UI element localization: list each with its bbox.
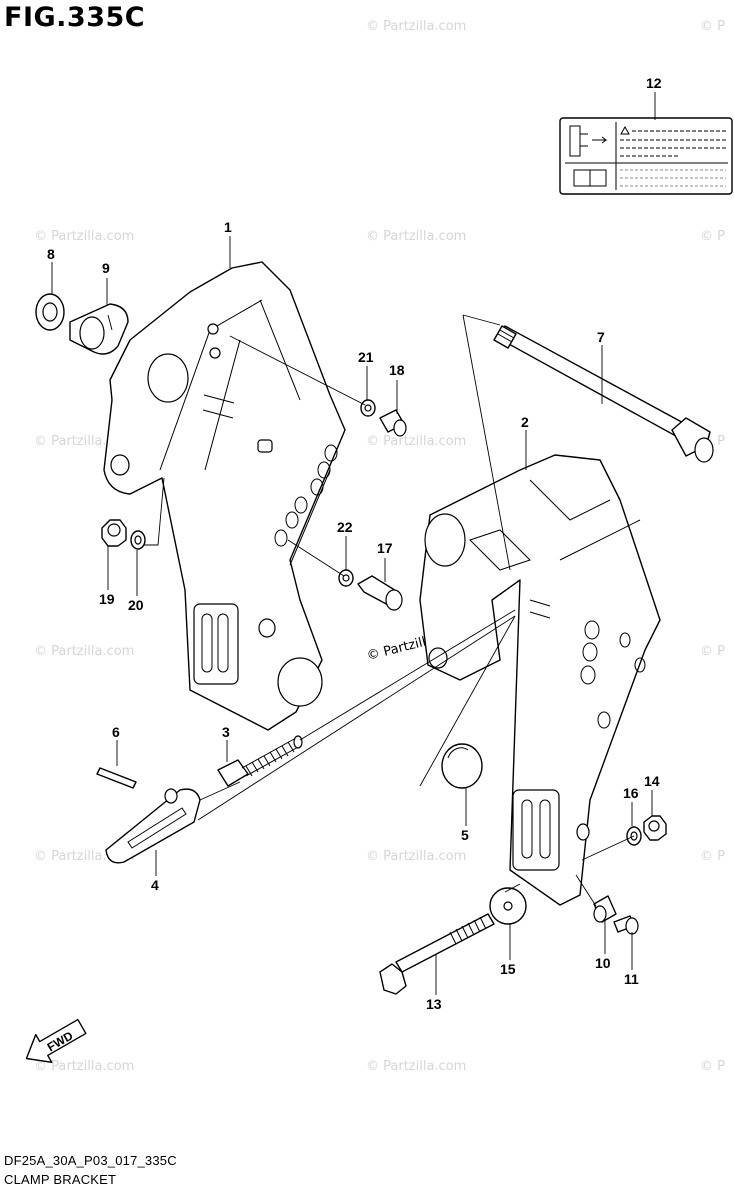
callout-10: 10 (595, 955, 611, 971)
callout-3: 3 (222, 724, 230, 740)
watermark-text: © Partzilla.com (366, 229, 466, 244)
callout-21: 21 (358, 349, 374, 365)
part-5-cap (441, 743, 483, 789)
part-22-washer (338, 569, 354, 587)
callout-15: 15 (500, 961, 516, 977)
callout-8: 8 (47, 246, 55, 262)
callout-4: 4 (151, 877, 159, 893)
watermark-text: © Partzilla.com (34, 1059, 134, 1074)
figure-name: CLAMP BRACKET (4, 1172, 117, 1187)
callout-14: 14 (644, 773, 660, 789)
part-13-bolt (379, 913, 495, 995)
watermarks: © Partzilla.com © P © Partzilla.com © Pa… (34, 19, 725, 1074)
watermark-text: © Partzilla.com (34, 644, 134, 659)
callout-7: 7 (597, 329, 605, 345)
callout-6: 6 (112, 724, 120, 740)
watermark-text: © Partzilla.com (366, 19, 466, 34)
warning-triangle-icon (620, 125, 630, 135)
callout-17: 17 (377, 540, 393, 556)
watermark-text: © P (700, 19, 725, 34)
watermark-text: © P (700, 1059, 725, 1074)
leader-lines (51, 92, 656, 995)
part-19-nut (101, 519, 127, 547)
part-10-bushing (593, 895, 617, 923)
callout-1: 1 (224, 219, 232, 235)
callout-5: 5 (461, 827, 469, 843)
callout-labels: 1 2 3 4 5 6 7 8 9 10 11 12 13 14 15 16 1… (47, 75, 662, 1012)
part-20-washer (130, 530, 146, 550)
part-6-pin (96, 767, 137, 789)
part-15-washer (489, 887, 527, 925)
clamp-screw-icon (569, 125, 608, 157)
book-icon (573, 169, 607, 187)
part-9-plate (69, 303, 129, 355)
watermark-text: © Partzilla.com (34, 229, 134, 244)
watermark-text: © P (700, 229, 725, 244)
part-18-bolt (379, 409, 407, 437)
part-4-lever (105, 788, 201, 864)
callout-9: 9 (102, 260, 110, 276)
part-1-clamp-bracket-left (103, 261, 346, 731)
callout-12: 12 (646, 75, 662, 91)
part-17-pin (357, 575, 403, 611)
part-7-tilt-tube (493, 325, 714, 463)
part-12-label-plate (559, 117, 733, 195)
watermark-text: © Partzilla.com (366, 1059, 466, 1074)
callout-16: 16 (623, 785, 639, 801)
callout-2: 2 (521, 414, 529, 430)
part-3-tilt-pin (217, 735, 303, 787)
part-21-washer (360, 399, 376, 417)
figure-code: DF25A_30A_P03_017_335C (4, 1153, 177, 1168)
callout-22: 22 (337, 519, 353, 535)
callout-19: 19 (99, 591, 115, 607)
part-14-nut (643, 815, 667, 841)
watermark-text: © P (700, 849, 725, 864)
callout-20: 20 (128, 597, 144, 613)
watermark-text: © P (700, 644, 725, 659)
callout-18: 18 (389, 362, 405, 378)
part-11-bolt (613, 915, 639, 935)
assembly-lines (107, 314, 635, 907)
part-8-nut (35, 293, 65, 331)
watermark-text: © Partzilla.com (366, 849, 466, 864)
callout-13: 13 (426, 996, 442, 1012)
watermark-text: © Partzilla.com (366, 434, 466, 449)
part-2-clamp-bracket-right (419, 454, 661, 906)
callout-11: 11 (624, 971, 639, 987)
figure-title: FIG.335C (4, 2, 146, 33)
